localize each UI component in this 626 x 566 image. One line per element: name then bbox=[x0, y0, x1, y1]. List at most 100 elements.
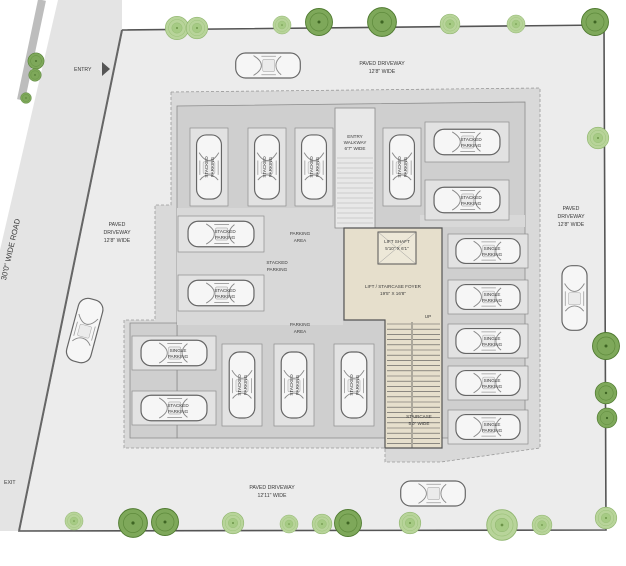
car-bottom-driveway bbox=[400, 480, 466, 507]
bay-label: STACKED bbox=[204, 156, 209, 178]
parked-car bbox=[140, 339, 208, 367]
bay-label: STACKED bbox=[262, 156, 267, 178]
parked-car bbox=[433, 128, 501, 156]
bay-label: PARKING bbox=[268, 156, 273, 177]
parked-car bbox=[455, 237, 521, 265]
tree bbox=[272, 15, 292, 35]
bay-label: SINGLE bbox=[484, 246, 501, 251]
tree bbox=[334, 509, 362, 537]
parking-area-label-lower: PARKING AREA bbox=[290, 322, 311, 334]
parked-car bbox=[300, 134, 328, 200]
bay-label: STACKED bbox=[214, 288, 236, 293]
svg-text:PAVED DRIVEWAY: PAVED DRIVEWAY bbox=[359, 61, 405, 67]
bay-label: SINGLE bbox=[484, 292, 501, 297]
tree bbox=[506, 14, 526, 34]
tree bbox=[164, 15, 190, 41]
tree bbox=[531, 514, 553, 536]
bay-label: PARKING bbox=[295, 374, 300, 395]
tree bbox=[581, 8, 609, 36]
svg-text:UP: UP bbox=[425, 314, 431, 319]
parked-car bbox=[455, 327, 521, 355]
svg-text:WALKWAY: WALKWAY bbox=[344, 140, 367, 145]
parked-car bbox=[140, 394, 208, 422]
svg-text:ENTRY: ENTRY bbox=[347, 134, 363, 139]
entry-marker: ENTRY bbox=[74, 62, 110, 76]
svg-text:DRIVEWAY: DRIVEWAY bbox=[557, 214, 585, 220]
tree bbox=[439, 13, 461, 35]
bay-label: PARKING bbox=[315, 156, 320, 177]
bay-label: SINGLE bbox=[484, 336, 501, 341]
tree bbox=[118, 508, 148, 538]
svg-text:PAVED: PAVED bbox=[109, 222, 126, 228]
parked-car bbox=[280, 351, 308, 419]
parked-car bbox=[187, 279, 255, 307]
parked-car bbox=[388, 134, 416, 200]
car-top-driveway bbox=[235, 52, 301, 79]
bay-label: STACKED bbox=[289, 374, 294, 396]
tree bbox=[311, 513, 333, 535]
bay-label: STACKED bbox=[167, 403, 189, 408]
bay-label: PARKING bbox=[482, 298, 503, 303]
tree bbox=[185, 16, 209, 40]
bay-label: PARKING bbox=[168, 409, 189, 414]
bay-label: PARKING bbox=[215, 294, 236, 299]
parked-car bbox=[340, 351, 368, 419]
svg-text:LIFT / STAIRCASE FOYER: LIFT / STAIRCASE FOYER bbox=[365, 284, 422, 289]
bay-label: PARKING bbox=[210, 156, 215, 177]
bay-label: STACKED bbox=[397, 156, 402, 178]
parked-car bbox=[455, 413, 521, 441]
driveway-top-label: PAVED DRIVEWAY 12'8" WIDE bbox=[359, 61, 405, 75]
svg-text:STAIRCASE: STAIRCASE bbox=[406, 414, 432, 419]
tree bbox=[221, 511, 245, 535]
tree bbox=[279, 514, 299, 534]
bay-label: SINGLE bbox=[484, 422, 501, 427]
bay-label: PARKING bbox=[482, 428, 503, 433]
bay-label: PARKING bbox=[243, 374, 248, 395]
entry-walkway: ENTRY WALKWAY 6'7" WIDE bbox=[337, 134, 373, 224]
parked-car bbox=[433, 186, 501, 214]
tree bbox=[594, 381, 618, 405]
bay-label: STACKED bbox=[237, 374, 242, 396]
svg-text:LIFT SHAFT: LIFT SHAFT bbox=[384, 239, 410, 244]
exit-label: EXIT bbox=[4, 480, 16, 486]
car-right-driveway bbox=[561, 265, 588, 331]
driveway-bottom-label: PAVED DRIVEWAY 12'11" WIDE bbox=[249, 485, 295, 499]
parked-car bbox=[228, 351, 256, 419]
tree bbox=[64, 511, 84, 531]
bay-label: SINGLE bbox=[484, 378, 501, 383]
svg-text:12'8" WIDE: 12'8" WIDE bbox=[558, 222, 585, 228]
svg-text:DRIVEWAY: DRIVEWAY bbox=[103, 230, 131, 236]
svg-text:19'5" X 16'8": 19'5" X 16'8" bbox=[380, 291, 406, 296]
road bbox=[0, 0, 123, 532]
bay-label: STACKED bbox=[349, 374, 354, 396]
tree bbox=[596, 407, 618, 429]
bay-label: STACKED bbox=[214, 229, 236, 234]
parked-car bbox=[195, 134, 223, 200]
stacked-parking-aisle-label: STACKED PARKING bbox=[266, 260, 288, 272]
tree bbox=[592, 332, 620, 360]
svg-text:5'10" X 6'1": 5'10" X 6'1" bbox=[385, 246, 409, 251]
bay-label: PARKING bbox=[403, 156, 408, 177]
parked-car bbox=[455, 283, 521, 311]
tree bbox=[305, 8, 333, 36]
driveway-left-label: PAVED DRIVEWAY 12'8" WIDE bbox=[103, 222, 131, 244]
bay-label: PARKING bbox=[461, 143, 482, 148]
lift-staircase-foyer: LIFT SHAFT 5'10" X 6'1" LIFT / STAIRCASE… bbox=[343, 227, 443, 449]
svg-text:PAVED: PAVED bbox=[563, 206, 580, 212]
bay-label: PARKING bbox=[482, 252, 503, 257]
bay-label: PARKING bbox=[215, 235, 236, 240]
bay-label: STACKED bbox=[460, 137, 482, 142]
